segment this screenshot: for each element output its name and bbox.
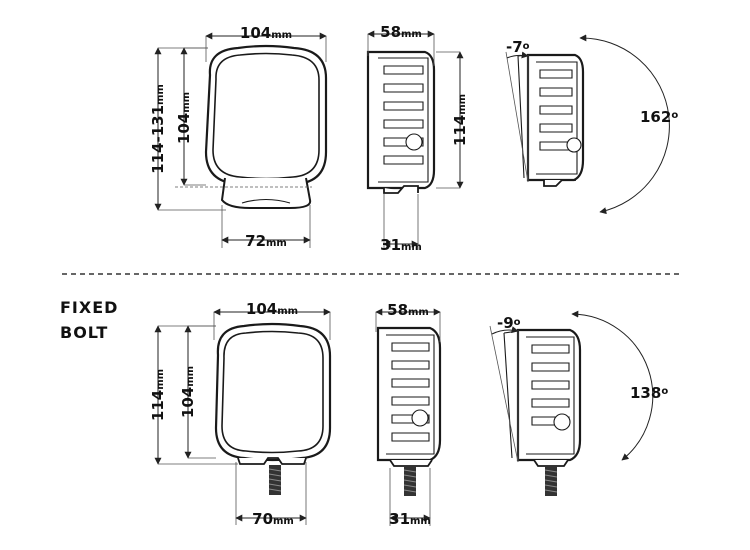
bottom-bolt-spacing-dimension: 70mm	[235, 462, 307, 528]
top-side-height-unit: mm	[457, 94, 468, 115]
svg-text:70mm: 70mm	[252, 510, 294, 528]
svg-text:58mm: 58mm	[380, 23, 422, 41]
top-side-depth-unit: mm	[401, 29, 422, 40]
bottom-front-width-unit: mm	[277, 306, 298, 317]
svg-text:-9o: -9o	[497, 314, 521, 332]
bottom-tilt-negative-value: -9	[497, 314, 514, 332]
svg-text:72mm: 72mm	[245, 232, 287, 250]
top-front-height-unit: mm	[181, 92, 192, 113]
svg-text:31mm: 31mm	[389, 510, 431, 528]
top-front-width-dimension: 104mm	[205, 24, 327, 62]
top-side-base-value: 31	[380, 236, 401, 254]
top-front-width-unit: mm	[271, 30, 292, 41]
top-front-view	[175, 44, 328, 209]
top-tilt-negative-unit: o	[523, 41, 530, 52]
bottom-side-base-dimension: 31mm	[389, 468, 431, 528]
svg-text:104mm: 104mm	[179, 366, 197, 418]
bottom-tilt-view	[489, 325, 582, 496]
svg-text:114-131mm: 114-131mm	[149, 84, 167, 174]
svg-text:114mm: 114mm	[149, 369, 167, 421]
svg-text:58mm: 58mm	[387, 301, 429, 319]
svg-text:162o: 162o	[640, 108, 678, 126]
top-tilt-view	[505, 51, 585, 187]
bottom-front-view	[214, 322, 332, 495]
top-tilt-negative-angle: -7o	[506, 38, 530, 59]
top-front-height-range-unit: mm	[155, 84, 166, 105]
bottom-front-height-value: 104	[179, 387, 197, 418]
top-front-height-dimension: 104mm	[175, 47, 208, 186]
svg-text:104mm: 104mm	[246, 300, 298, 318]
bottom-front-height-outer-unit: mm	[155, 369, 166, 390]
fixed-bolt-label-line2: BOLT	[60, 323, 108, 342]
top-front-width-value: 104	[240, 24, 271, 42]
top-side-height-value: 114	[451, 115, 469, 146]
top-tilt-range-unit: o	[671, 110, 678, 121]
bottom-front-width-value: 104	[246, 300, 277, 318]
bottom-side-depth-dimension: 58mm	[375, 301, 441, 342]
bottom-side-depth-value: 58	[387, 301, 408, 319]
svg-text:104mm: 104mm	[175, 92, 193, 144]
bottom-side-base-value: 31	[389, 510, 410, 528]
top-side-depth-dimension: 58mm	[367, 23, 435, 66]
top-side-base-dimension: 31mm	[380, 194, 422, 254]
bottom-front-height-dimension: 104mm	[179, 325, 216, 459]
top-bracket-width-unit: mm	[266, 238, 287, 249]
svg-text:31mm: 31mm	[380, 236, 422, 254]
bottom-bolt-spacing-unit: mm	[273, 516, 294, 527]
top-tilt-range-angle: 162o	[579, 34, 678, 215]
bottom-side-depth-unit: mm	[408, 307, 429, 318]
top-bracket-width-value: 72	[245, 232, 266, 250]
svg-text:104mm: 104mm	[240, 24, 292, 42]
svg-text:-7o: -7o	[506, 38, 530, 56]
bottom-tilt-negative-unit: o	[514, 317, 521, 328]
top-side-view	[366, 50, 436, 194]
bottom-tilt-range-angle: 138o	[571, 310, 668, 461]
top-side-height-dimension: 114mm	[436, 51, 469, 189]
top-side-depth-value: 58	[380, 23, 401, 41]
bottom-bolt-spacing-value: 70	[252, 510, 273, 528]
top-tilt-range-value: 162	[640, 108, 671, 126]
bottom-tilt-range-unit: o	[661, 386, 668, 397]
top-side-base-unit: mm	[401, 242, 422, 253]
bottom-front-height-outer-dimension: 114mm	[149, 325, 238, 465]
top-bracket-width-dimension: 72mm	[221, 205, 311, 250]
bottom-front-height-unit: mm	[185, 366, 196, 387]
svg-text:138o: 138o	[630, 384, 668, 402]
fixed-bolt-label-line1: FIXED	[60, 298, 118, 317]
svg-text:114mm: 114mm	[451, 94, 469, 146]
bottom-side-base-unit: mm	[410, 516, 431, 527]
bottom-front-height-outer-value: 114	[149, 390, 167, 421]
bottom-tilt-range-value: 138	[630, 384, 661, 402]
bottom-side-view	[376, 326, 442, 496]
bottom-front-width-dimension: 104mm	[213, 300, 331, 340]
top-tilt-negative-value: -7	[506, 38, 523, 56]
top-front-height-value: 104	[175, 113, 193, 144]
bottom-tilt-negative-angle: -9o	[491, 314, 521, 335]
top-front-height-range-value: 114-131	[149, 105, 167, 174]
